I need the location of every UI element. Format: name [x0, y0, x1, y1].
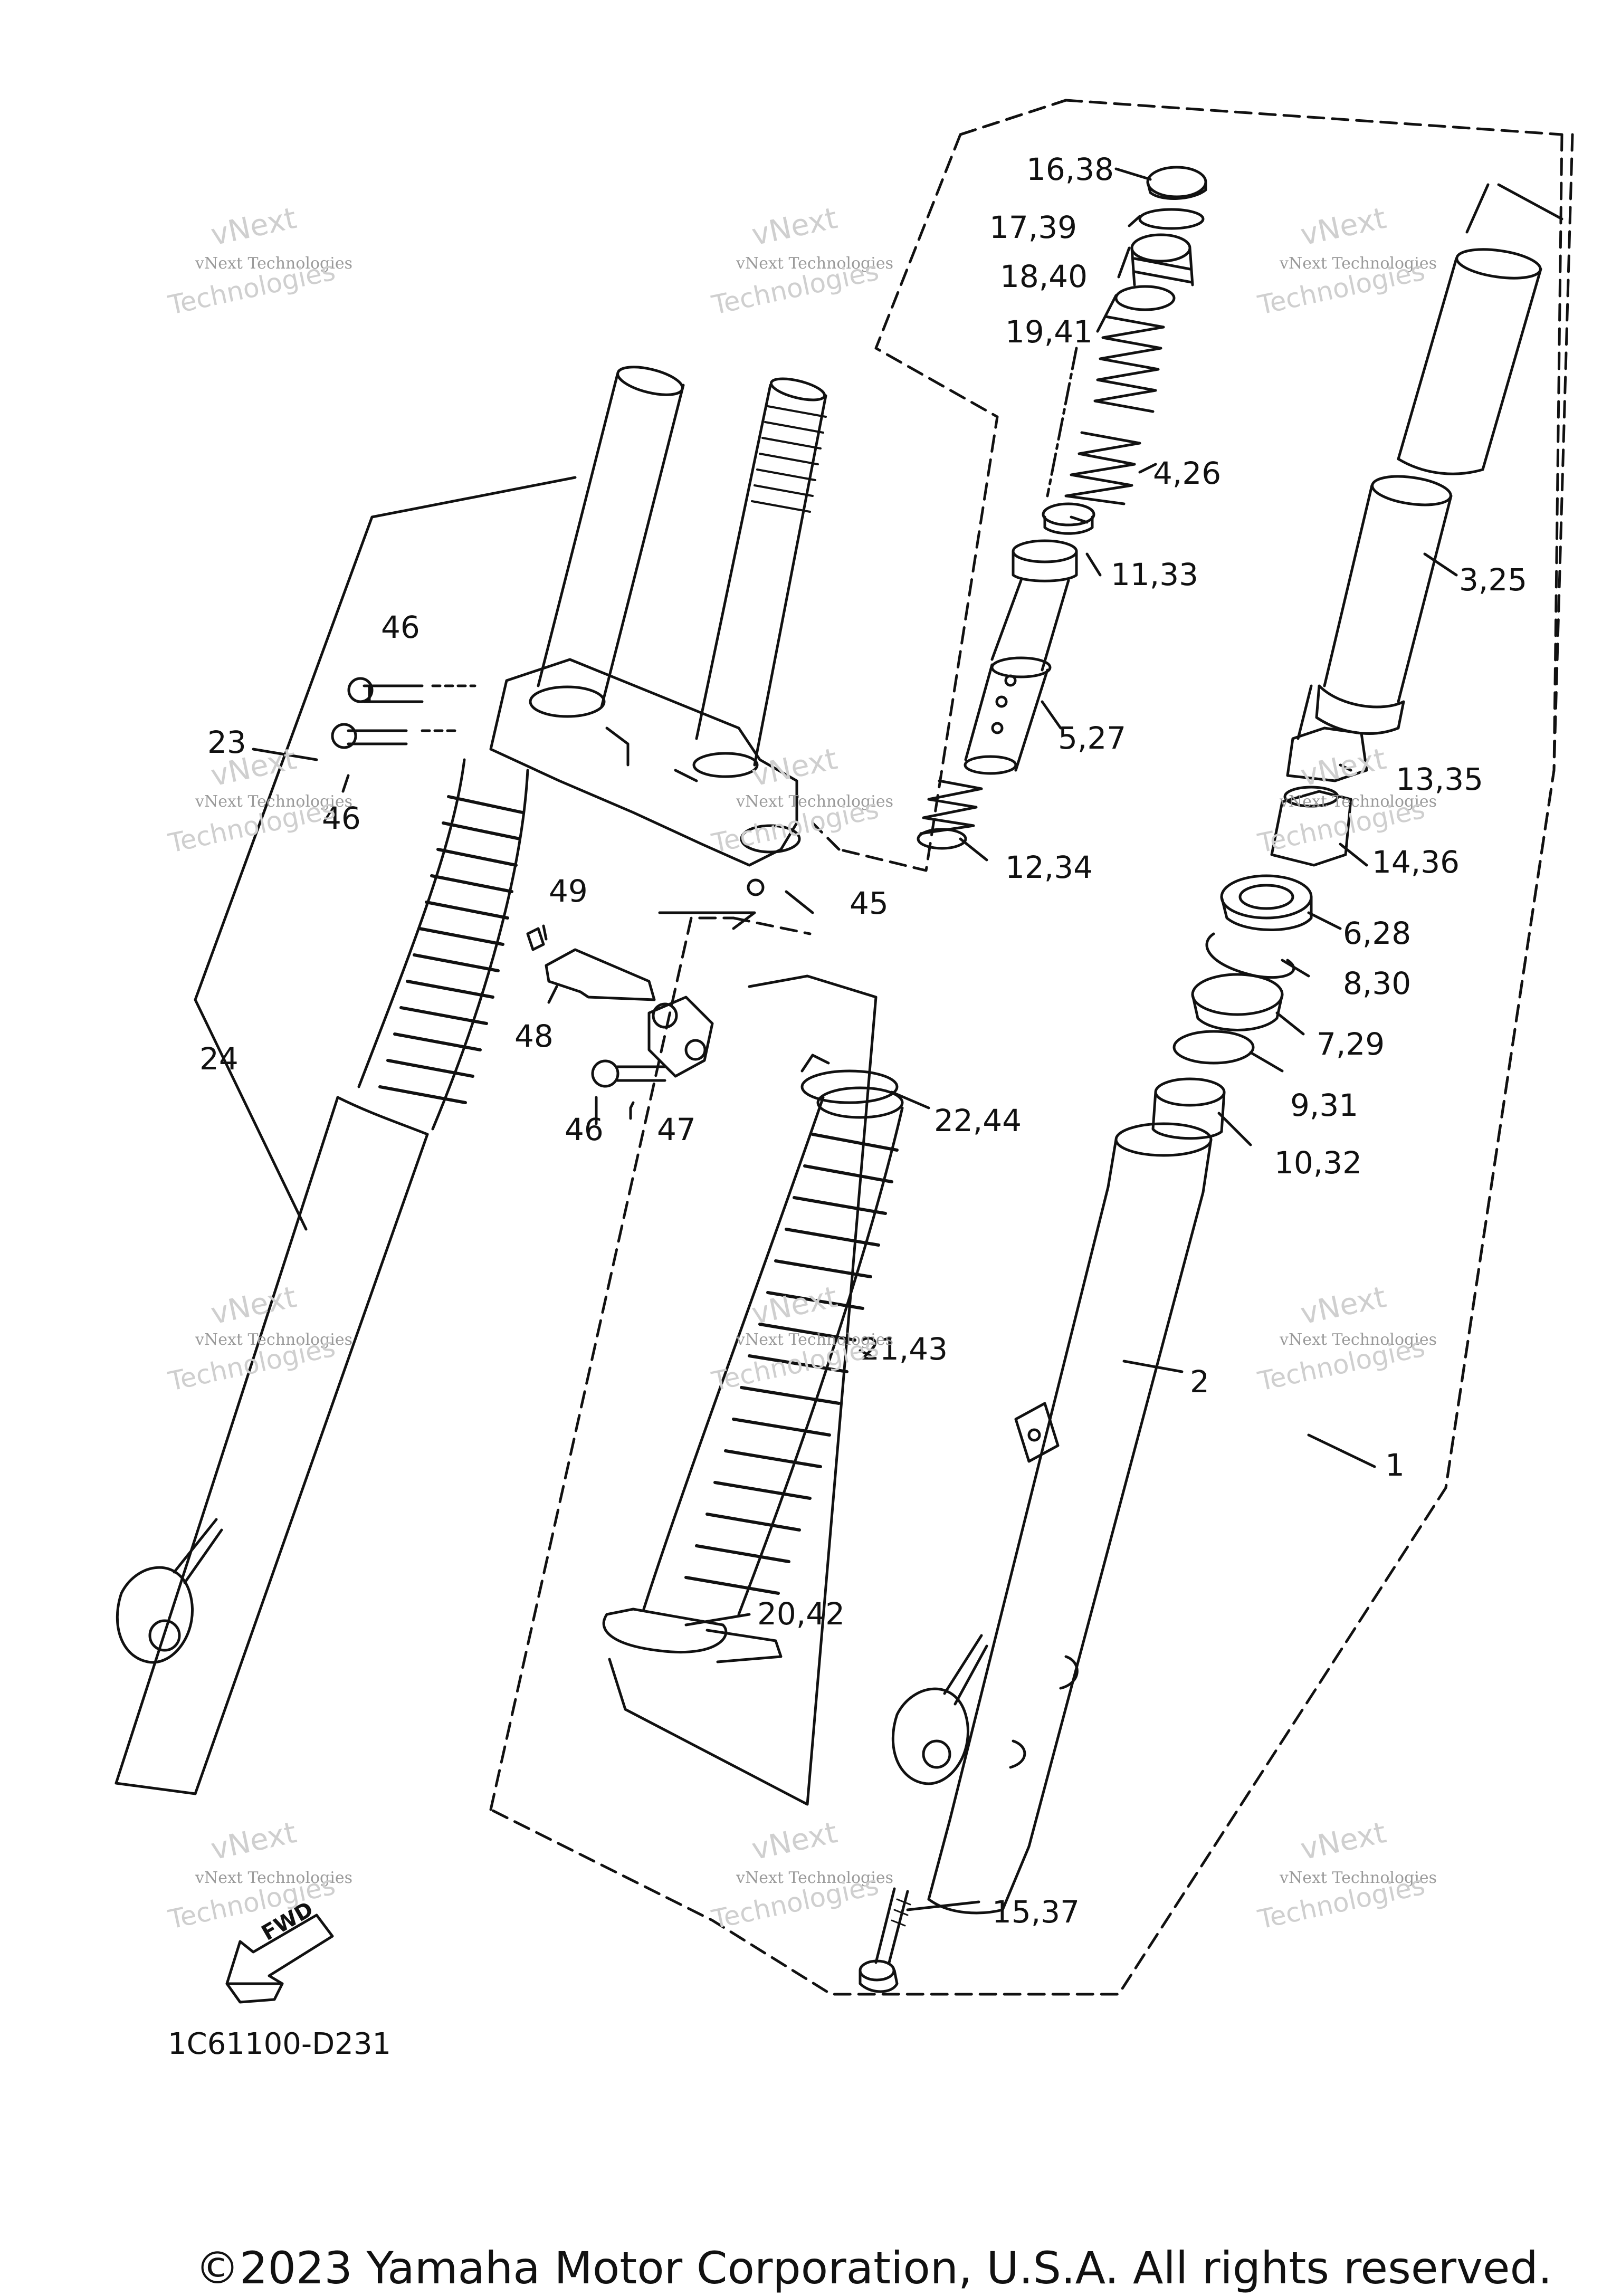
leader-lines [194, 167, 1458, 1911]
callout-9-31: 9,31 [1290, 1087, 1359, 1123]
callout-47: 47 [657, 1112, 696, 1147]
callout-13-35: 13,35 [1396, 761, 1484, 797]
callout-11-33: 11,33 [1111, 557, 1199, 592]
callout-8-30: 8,30 [1343, 965, 1412, 1001]
callout-23: 23 [207, 724, 246, 760]
callout-2: 2 [1190, 1364, 1209, 1400]
copyright-notice: ©2023 Yamaha Motor Corporation, U.S.A. A… [195, 2242, 1552, 2294]
callout-49: 49 [549, 873, 588, 909]
assembled-fork-leg [115, 366, 827, 1795]
callout-48: 48 [514, 1018, 554, 1054]
callout-1: 1 [1385, 1447, 1405, 1483]
callout-24: 24 [199, 1041, 239, 1077]
callout-3-25: 3,25 [1459, 562, 1528, 598]
callout-4-26: 4,26 [1153, 455, 1222, 491]
callout-6-28: 6,28 [1343, 915, 1412, 951]
callout-45: 45 [850, 885, 889, 921]
callout-15-37: 15,37 [992, 1894, 1080, 1930]
callout-12-34: 12,34 [1005, 849, 1093, 885]
callout-21-43: 21,43 [860, 1331, 948, 1367]
callout-46-middle: 46 [322, 800, 361, 836]
fork-leg-components [602, 183, 1563, 1993]
callout-16-38: 16,38 [1026, 151, 1114, 187]
callout-7-29: 7,29 [1317, 1026, 1385, 1062]
callout-18-40: 18,40 [1000, 259, 1088, 294]
callout-5-27: 5,27 [1058, 720, 1127, 756]
fwd-arrow-icon [225, 1914, 334, 2004]
callout-20-42: 20,42 [757, 1596, 845, 1632]
callout-46-lower: 46 [565, 1112, 604, 1147]
diagram-code: 1C61100-D231 [168, 2027, 392, 2061]
callout-17-39: 17,39 [989, 209, 1078, 245]
callout-19-41: 19,41 [1005, 314, 1093, 350]
fork-assembly-frame [959, 99, 1067, 136]
damper-group-frame [837, 133, 999, 872]
pinch-bolts-and-brake-hose-holder [331, 677, 714, 1088]
callout-14-36: 14,36 [1372, 844, 1460, 880]
damper-parts [917, 166, 1207, 850]
callout-22-44: 22,44 [934, 1103, 1022, 1139]
callout-46-upper: 46 [381, 609, 420, 645]
callout-10-32: 10,32 [1274, 1145, 1362, 1181]
